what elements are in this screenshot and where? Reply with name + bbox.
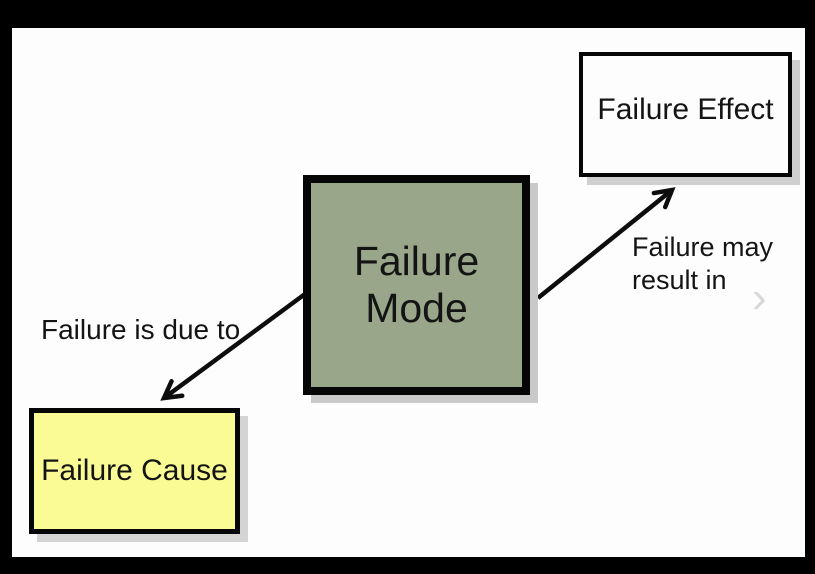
failure-mode-label-line2: Mode xyxy=(365,285,468,331)
effect-edge-label-line1: Failure may xyxy=(632,232,774,262)
failure-effect-node: Failure Effect xyxy=(579,52,792,177)
failure-cause-label: Failure Cause xyxy=(41,454,228,487)
effect-edge-label-line2: result in xyxy=(632,265,727,295)
failure-cause-node: Failure Cause xyxy=(29,408,240,534)
cause-edge-label: Failure is due to xyxy=(41,314,241,345)
cause-arrow xyxy=(160,292,307,401)
failure-mode-node: Failure Mode xyxy=(303,175,530,395)
failure-effect-label: Failure Effect xyxy=(597,92,774,126)
slide-canvas: Failure Effect Failure Mode Failure Caus… xyxy=(12,28,805,557)
effect-edge-label: Failure may result in xyxy=(632,231,773,297)
chevron-right-icon[interactable]: › xyxy=(752,273,767,322)
failure-mode-label-line1: Failure xyxy=(353,238,480,284)
